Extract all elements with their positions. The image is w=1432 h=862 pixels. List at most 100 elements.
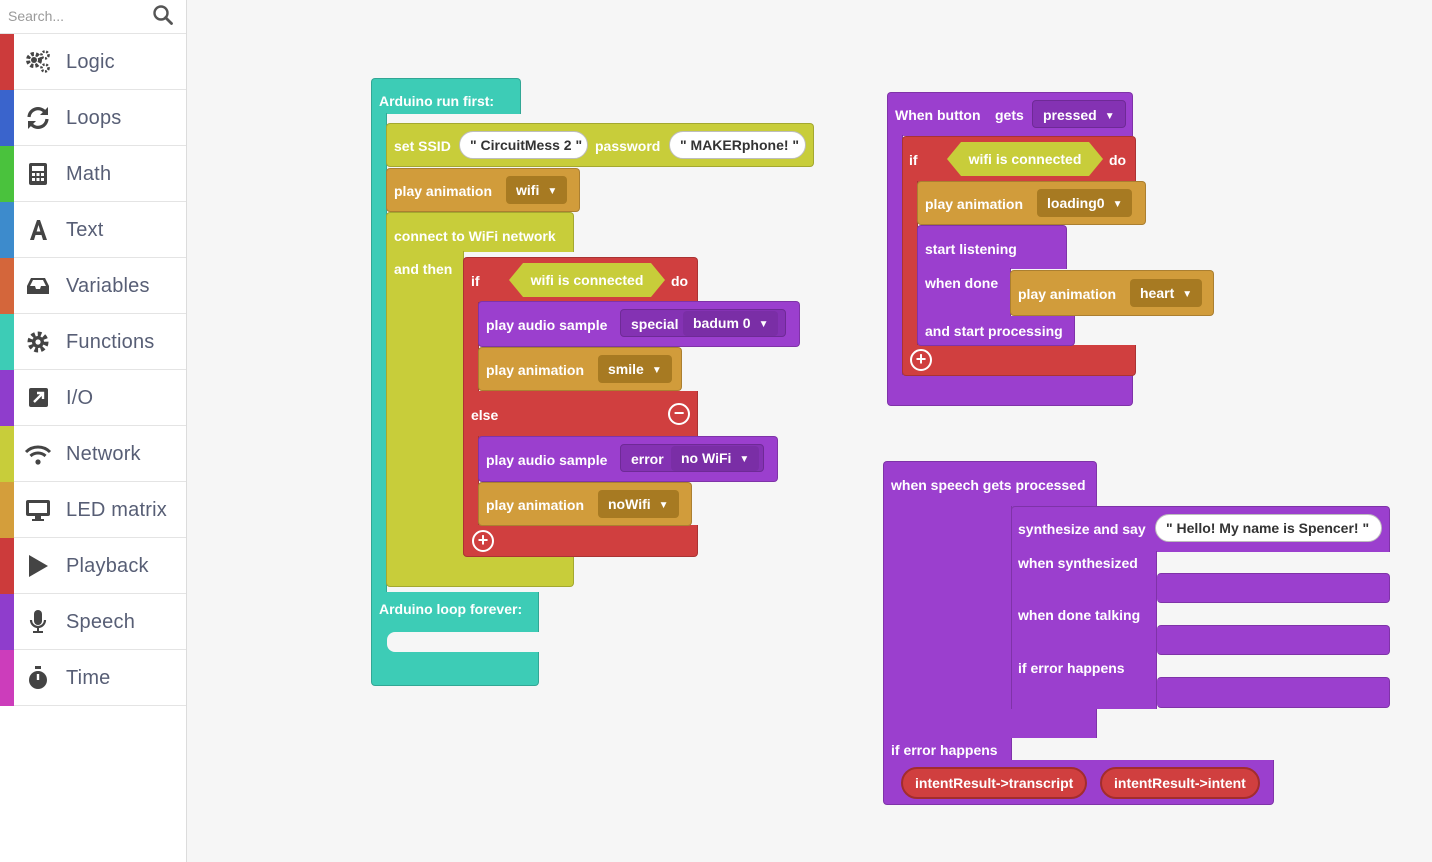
chevron-down-icon: ▼ <box>758 319 769 330</box>
play-animation-label: play animation <box>925 196 1024 212</box>
category-label: I/O <box>66 387 94 409</box>
toolbox-search <box>0 0 186 34</box>
category-label: Variables <box>66 275 150 297</box>
category-label: Functions <box>66 331 155 353</box>
category-speech[interactable]: Speech <box>0 594 186 650</box>
speech-processed-spine <box>883 506 1012 738</box>
sample-category-value: special <box>631 316 679 332</box>
and-start-processing-label: and start processing <box>925 323 1063 339</box>
transcript-variable[interactable]: intentResult->transcript <box>901 767 1088 799</box>
ssid-field[interactable]: " CircuitMess 2 " <box>459 131 588 159</box>
category-text[interactable]: Text <box>0 202 186 258</box>
else-label: else <box>471 407 499 423</box>
do-label: do <box>1109 152 1127 168</box>
setup-hat-spine <box>371 113 387 593</box>
chevron-down-icon: ▼ <box>547 186 558 197</box>
wifi-connected-condition[interactable]: wifi is connected <box>509 263 665 297</box>
play-animation-label: play animation <box>486 497 585 513</box>
start-listening-label: start listening <box>925 241 1017 257</box>
sample-value: badum 0 <box>693 315 751 331</box>
chevron-down-icon: ▼ <box>1112 199 1123 210</box>
if-error-label: if error happens <box>1018 660 1125 676</box>
category-math[interactable]: Math <box>0 146 186 202</box>
category-color-bar <box>0 258 14 314</box>
category-time[interactable]: Time <box>0 650 186 706</box>
category-color-bar <box>0 650 14 706</box>
speech-processed-block[interactable] <box>883 461 1097 507</box>
sample-category-value: error <box>631 451 664 467</box>
category-logic[interactable]: Logic <box>0 34 186 90</box>
category-label: Time <box>66 667 111 689</box>
category-io[interactable]: I/O <box>0 370 186 426</box>
animation-dropdown[interactable]: heart▼ <box>1130 279 1203 307</box>
animation-dropdown[interactable]: wifi▼ <box>506 176 568 204</box>
play-animation-label: play animation <box>394 183 493 199</box>
search-input[interactable] <box>8 4 148 28</box>
if-spine <box>463 302 479 392</box>
start-listening-block[interactable] <box>917 225 1067 269</box>
blocks-workspace[interactable]: Arduino run first: Arduino loop forever:… <box>187 0 1432 862</box>
button-event-spine <box>887 135 903 376</box>
setup-hat-block[interactable] <box>371 78 521 114</box>
category-label: Playback <box>66 555 149 577</box>
microphone-icon <box>29 610 47 633</box>
add-branch-button[interactable]: + <box>472 530 494 552</box>
animation-dropdown[interactable]: loading0 ▼ <box>1037 189 1133 217</box>
connect-wifi-then-header <box>386 251 464 285</box>
when-button-label: When button <box>895 107 981 123</box>
gets-label: gets <box>995 107 1024 123</box>
toolbox-sidebar: Logic Loops Math Text <box>0 0 187 862</box>
sample-dropdown[interactable]: badum 0 ▼ <box>683 311 779 336</box>
animation-dropdown[interactable]: noWifi▼ <box>598 490 679 518</box>
intent-variable[interactable]: intentResult->intent <box>1100 767 1260 799</box>
category-network[interactable]: Network <box>0 426 186 482</box>
and-then-label: and then <box>394 261 453 277</box>
external-link-icon <box>29 388 48 407</box>
sample-dropdown[interactable]: no WiFi▼ <box>671 446 760 471</box>
speech-error-header <box>883 737 1012 761</box>
setup-hat-label: Arduino run first: <box>379 93 495 109</box>
category-functions[interactable]: Functions <box>0 314 186 370</box>
password-field[interactable]: " MAKERphone! " <box>669 131 806 159</box>
else-header <box>463 391 698 437</box>
category-loops[interactable]: Loops <box>0 90 186 146</box>
category-variables[interactable]: Variables <box>0 258 186 314</box>
stopwatch-icon <box>29 666 47 689</box>
category-label: Loops <box>66 107 122 129</box>
wifi-icon <box>24 445 52 465</box>
category-label: Logic <box>66 51 115 73</box>
synthesize-say-spine <box>1011 551 1157 709</box>
search-icon[interactable] <box>152 4 174 26</box>
remove-else-button[interactable]: − <box>668 403 690 425</box>
loop-empty-slot[interactable] <box>387 632 539 652</box>
animation-dropdown[interactable]: smile▼ <box>598 355 672 383</box>
chevron-down-icon: ▼ <box>1104 111 1115 122</box>
monitor-icon <box>26 500 50 521</box>
synthesize-say-arm <box>1157 573 1390 603</box>
say-text-field[interactable]: " Hello! My name is Spencer! " <box>1155 514 1382 542</box>
category-color-bar <box>0 202 14 258</box>
button-event-bottom <box>887 375 1133 406</box>
chevron-down-icon: ▼ <box>1182 289 1193 300</box>
when-synthesized-label: when synthesized <box>1018 555 1138 571</box>
password-label: password <box>595 138 661 154</box>
wifi-connected-condition[interactable]: wifi is connected <box>947 142 1103 176</box>
chevron-down-icon: ▼ <box>739 454 750 465</box>
play-audio-sample-label: play audio sample <box>486 452 608 468</box>
category-color-bar <box>0 426 14 482</box>
button-state-dropdown[interactable]: pressed▼ <box>1032 100 1126 128</box>
animation-value: loading0 <box>1047 195 1105 211</box>
add-branch-button[interactable]: + <box>910 349 932 371</box>
connect-wifi-block[interactable] <box>386 212 574 252</box>
category-playback[interactable]: Playback <box>0 538 186 594</box>
category-color-bar <box>0 314 14 370</box>
speech-processed-mid <box>883 707 1097 738</box>
gear-icon <box>27 331 49 353</box>
chevron-down-icon: ▼ <box>651 365 662 376</box>
inbox-icon <box>27 278 49 294</box>
if-bottom <box>902 345 1136 376</box>
when-done-label: when done <box>925 275 999 291</box>
category-led-matrix[interactable]: LED matrix <box>0 482 186 538</box>
if-else-bottom <box>463 525 698 557</box>
if-label: if <box>909 152 918 168</box>
